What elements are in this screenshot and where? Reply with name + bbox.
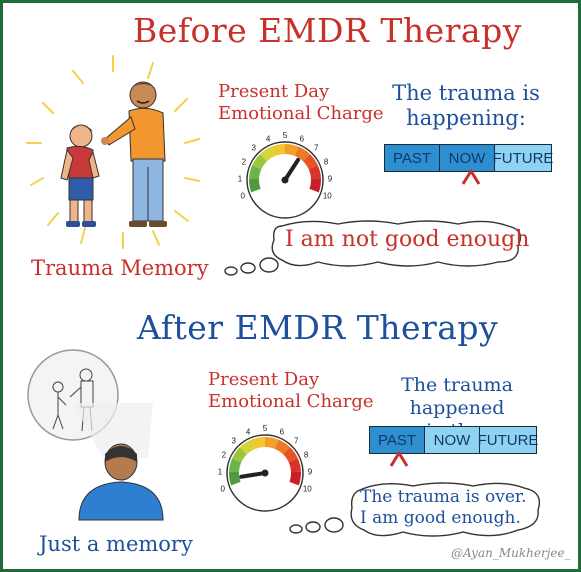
after-charge-label: Present Day Emotional Charge <box>208 369 374 413</box>
after-past-marker-icon <box>389 451 409 467</box>
gauge-segment <box>309 178 321 193</box>
gauge-tick-label: 8 <box>324 158 329 167</box>
gauge-tick-label: 0 <box>240 191 245 200</box>
memory-beam <box>73 403 153 458</box>
after-charge-label-line2: Emotional Charge <box>208 391 374 412</box>
after-caption: Just a memory <box>39 532 193 556</box>
gauge-segment <box>229 471 241 486</box>
gauge-segment <box>289 471 301 486</box>
before-timeline: PAST NOW FUTURE <box>384 144 553 172</box>
gauge-tick-label: 7 <box>294 437 299 446</box>
after-thought-line1: The trauma is over. <box>360 487 527 507</box>
gauge-tick-label: 2 <box>242 158 247 167</box>
before-timeline-past: PAST <box>385 145 440 171</box>
after-thought-line2: I am good enough. <box>360 508 521 528</box>
gauge-segment <box>232 447 247 463</box>
gauge-tick-label: 1 <box>218 467 223 476</box>
after-title: After EMDR Therapy <box>137 308 499 347</box>
gauge-tick-label: 8 <box>304 451 309 460</box>
gauge-segment <box>303 154 318 170</box>
gauge-needle <box>283 157 301 182</box>
after-thought-text: The trauma is over. I am good enough. <box>360 487 527 529</box>
gauge-tick-label: 7 <box>314 144 319 153</box>
gauge-segment <box>252 154 267 170</box>
gauge-segment <box>259 146 276 162</box>
gauge-tick-label: 6 <box>300 134 305 143</box>
before-title: Before EMDR Therapy <box>133 11 522 50</box>
after-emotional-gauge: 0 1 234 5 678 9 10 <box>218 424 313 512</box>
gauge-segment <box>251 437 265 449</box>
after-timeline-future: FUTURE <box>478 427 538 453</box>
before-charge-label: Present Day Emotional Charge <box>218 81 384 125</box>
before-caption: Trauma Memory <box>31 256 209 280</box>
before-timeline-future: FUTURE <box>493 145 553 171</box>
gauge-segment <box>265 437 279 449</box>
gauge-segment <box>274 439 291 455</box>
after-charge-label-line1: Present Day <box>208 369 320 390</box>
before-now-marker-icon <box>461 169 481 185</box>
after-trauma-line1: The trauma happened <box>401 374 513 419</box>
gauge-tick-label: 4 <box>246 427 251 436</box>
before-charge-label-line2: Emotional Charge <box>218 103 384 124</box>
gauge-segment <box>249 165 262 180</box>
gauge-tick-label: 3 <box>232 437 237 446</box>
before-emotional-gauge: 0 1 234 5 678 9 10 <box>238 131 333 219</box>
after-timeline: PAST NOW FUTURE <box>369 426 538 454</box>
gauge-segment <box>249 178 261 193</box>
before-charge-label-line1: Present Day <box>218 81 330 102</box>
before-thought-text: I am not good enough <box>285 227 530 252</box>
gauge-hub <box>261 469 269 477</box>
gauge-tick-label: 0 <box>220 484 225 493</box>
gauge-tick-label: 5 <box>263 424 268 433</box>
after-thought-bubble <box>350 482 541 537</box>
before-timeline-now: NOW <box>440 145 495 171</box>
memory-glow-rays <box>26 55 200 249</box>
gauge-segment <box>285 144 299 156</box>
before-trauma-text: The trauma is happening: <box>391 81 541 131</box>
gauge-segment <box>294 146 311 162</box>
gauge-segment <box>308 165 321 180</box>
adult-figure <box>101 81 167 227</box>
child-figure <box>60 124 100 227</box>
gauge-hub <box>281 176 289 184</box>
before-thought-trail <box>224 257 279 276</box>
gauge-tick-label: 6 <box>280 427 285 436</box>
gauge-segment <box>229 458 242 473</box>
gauge-tick-label: 9 <box>308 467 313 476</box>
after-timeline-now: NOW <box>425 427 480 453</box>
artist-credit: @Ayan_Mukherjee_ <box>451 546 571 560</box>
gauge-tick-label: 3 <box>252 144 257 153</box>
gauge-segment <box>283 447 298 463</box>
gauge-tick-label: 10 <box>303 484 312 493</box>
gauge-segment <box>239 439 256 455</box>
gauge-tick-label: 10 <box>323 191 332 200</box>
gauge-tick-label: 9 <box>328 174 333 183</box>
after-timeline-past: PAST <box>370 427 425 453</box>
person-back-figure <box>78 443 164 521</box>
gauge-tick-label: 1 <box>238 174 243 183</box>
gauge-segment <box>271 144 285 156</box>
before-trauma-line1: The trauma is <box>392 81 540 105</box>
gauge-needle <box>239 471 267 479</box>
gauge-segment <box>288 458 301 473</box>
before-thought-bubble <box>271 220 522 267</box>
before-trauma-line2: happening: <box>406 106 526 130</box>
infographic: Before EMDR Therapy <box>3 3 578 569</box>
gauge-tick-label: 5 <box>283 131 288 140</box>
after-thought-trail <box>289 517 344 534</box>
gauge-tick-label: 2 <box>222 451 227 460</box>
gauge-tick-label: 4 <box>266 134 271 143</box>
